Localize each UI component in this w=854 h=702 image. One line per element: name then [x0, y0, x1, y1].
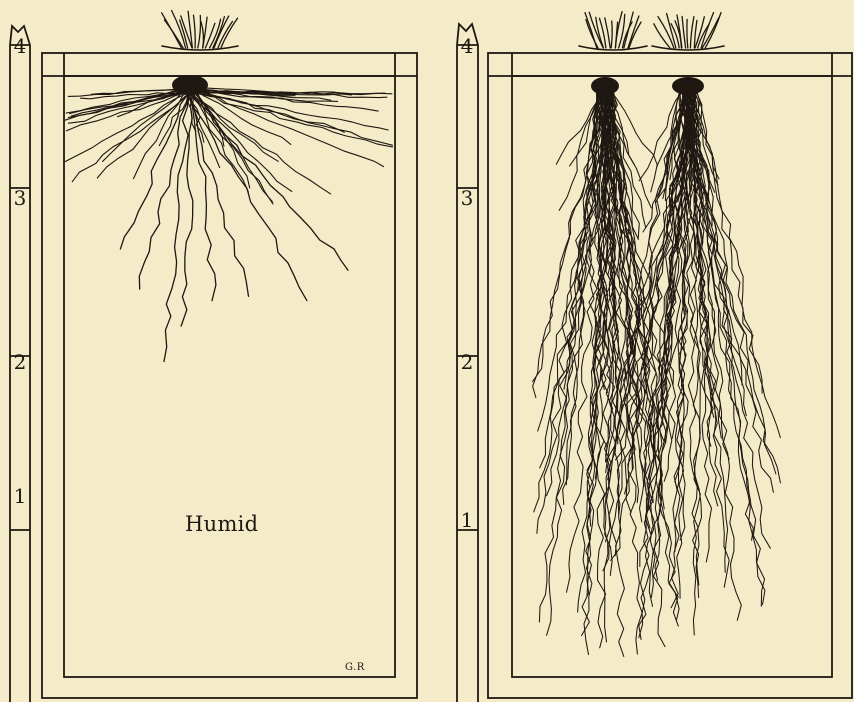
right-grass-blade [654, 24, 670, 48]
left-root-deep [164, 92, 188, 362]
right-grass-blade [611, 21, 612, 48]
right-grass-blade [628, 16, 639, 48]
right-grass-blade [690, 17, 694, 48]
left-root-deep [188, 92, 348, 270]
right-grass-clumps [579, 12, 724, 50]
left-root-deep [187, 92, 307, 300]
right-grass-blade [702, 18, 718, 48]
right-root [694, 91, 765, 605]
left-grass-blade [205, 23, 215, 48]
left-grass-blade [214, 16, 229, 48]
right-root-crown-2 [672, 77, 704, 95]
right-scale-mark-2: 2 [458, 352, 476, 372]
right-scale-mark-4: 4 [458, 36, 476, 56]
right-root-system [533, 88, 781, 657]
right-grass-blade-base [579, 46, 647, 50]
right-root-crown-1 [591, 77, 619, 95]
humid-label: Humid [185, 512, 258, 536]
left-grass-clump [162, 11, 238, 51]
left-grass-blade [194, 15, 196, 48]
left-scale-mark-3: 3 [11, 188, 29, 208]
left-root-deep [181, 92, 193, 326]
left-root-crown [172, 75, 208, 95]
right-scale-mark-1: 1 [458, 510, 476, 530]
left-root-deep [139, 92, 188, 289]
left-grass-blade [198, 15, 201, 48]
left-grass-blade [164, 20, 183, 48]
right-scale-mark-3: 3 [458, 188, 476, 208]
right-grass-blade [687, 19, 688, 48]
artist-initials: G.R [345, 662, 365, 673]
left-root-system [65, 88, 393, 361]
left-scale-mark-4: 4 [11, 36, 29, 56]
left-scale-mark-2: 2 [11, 352, 29, 372]
left-tank-frame [42, 53, 417, 698]
right-grass-blade [682, 16, 686, 48]
left-scale-mark-1: 1 [11, 486, 29, 506]
right-root [547, 92, 600, 636]
left-grass-blade-base [162, 46, 238, 50]
left-root [67, 92, 193, 131]
